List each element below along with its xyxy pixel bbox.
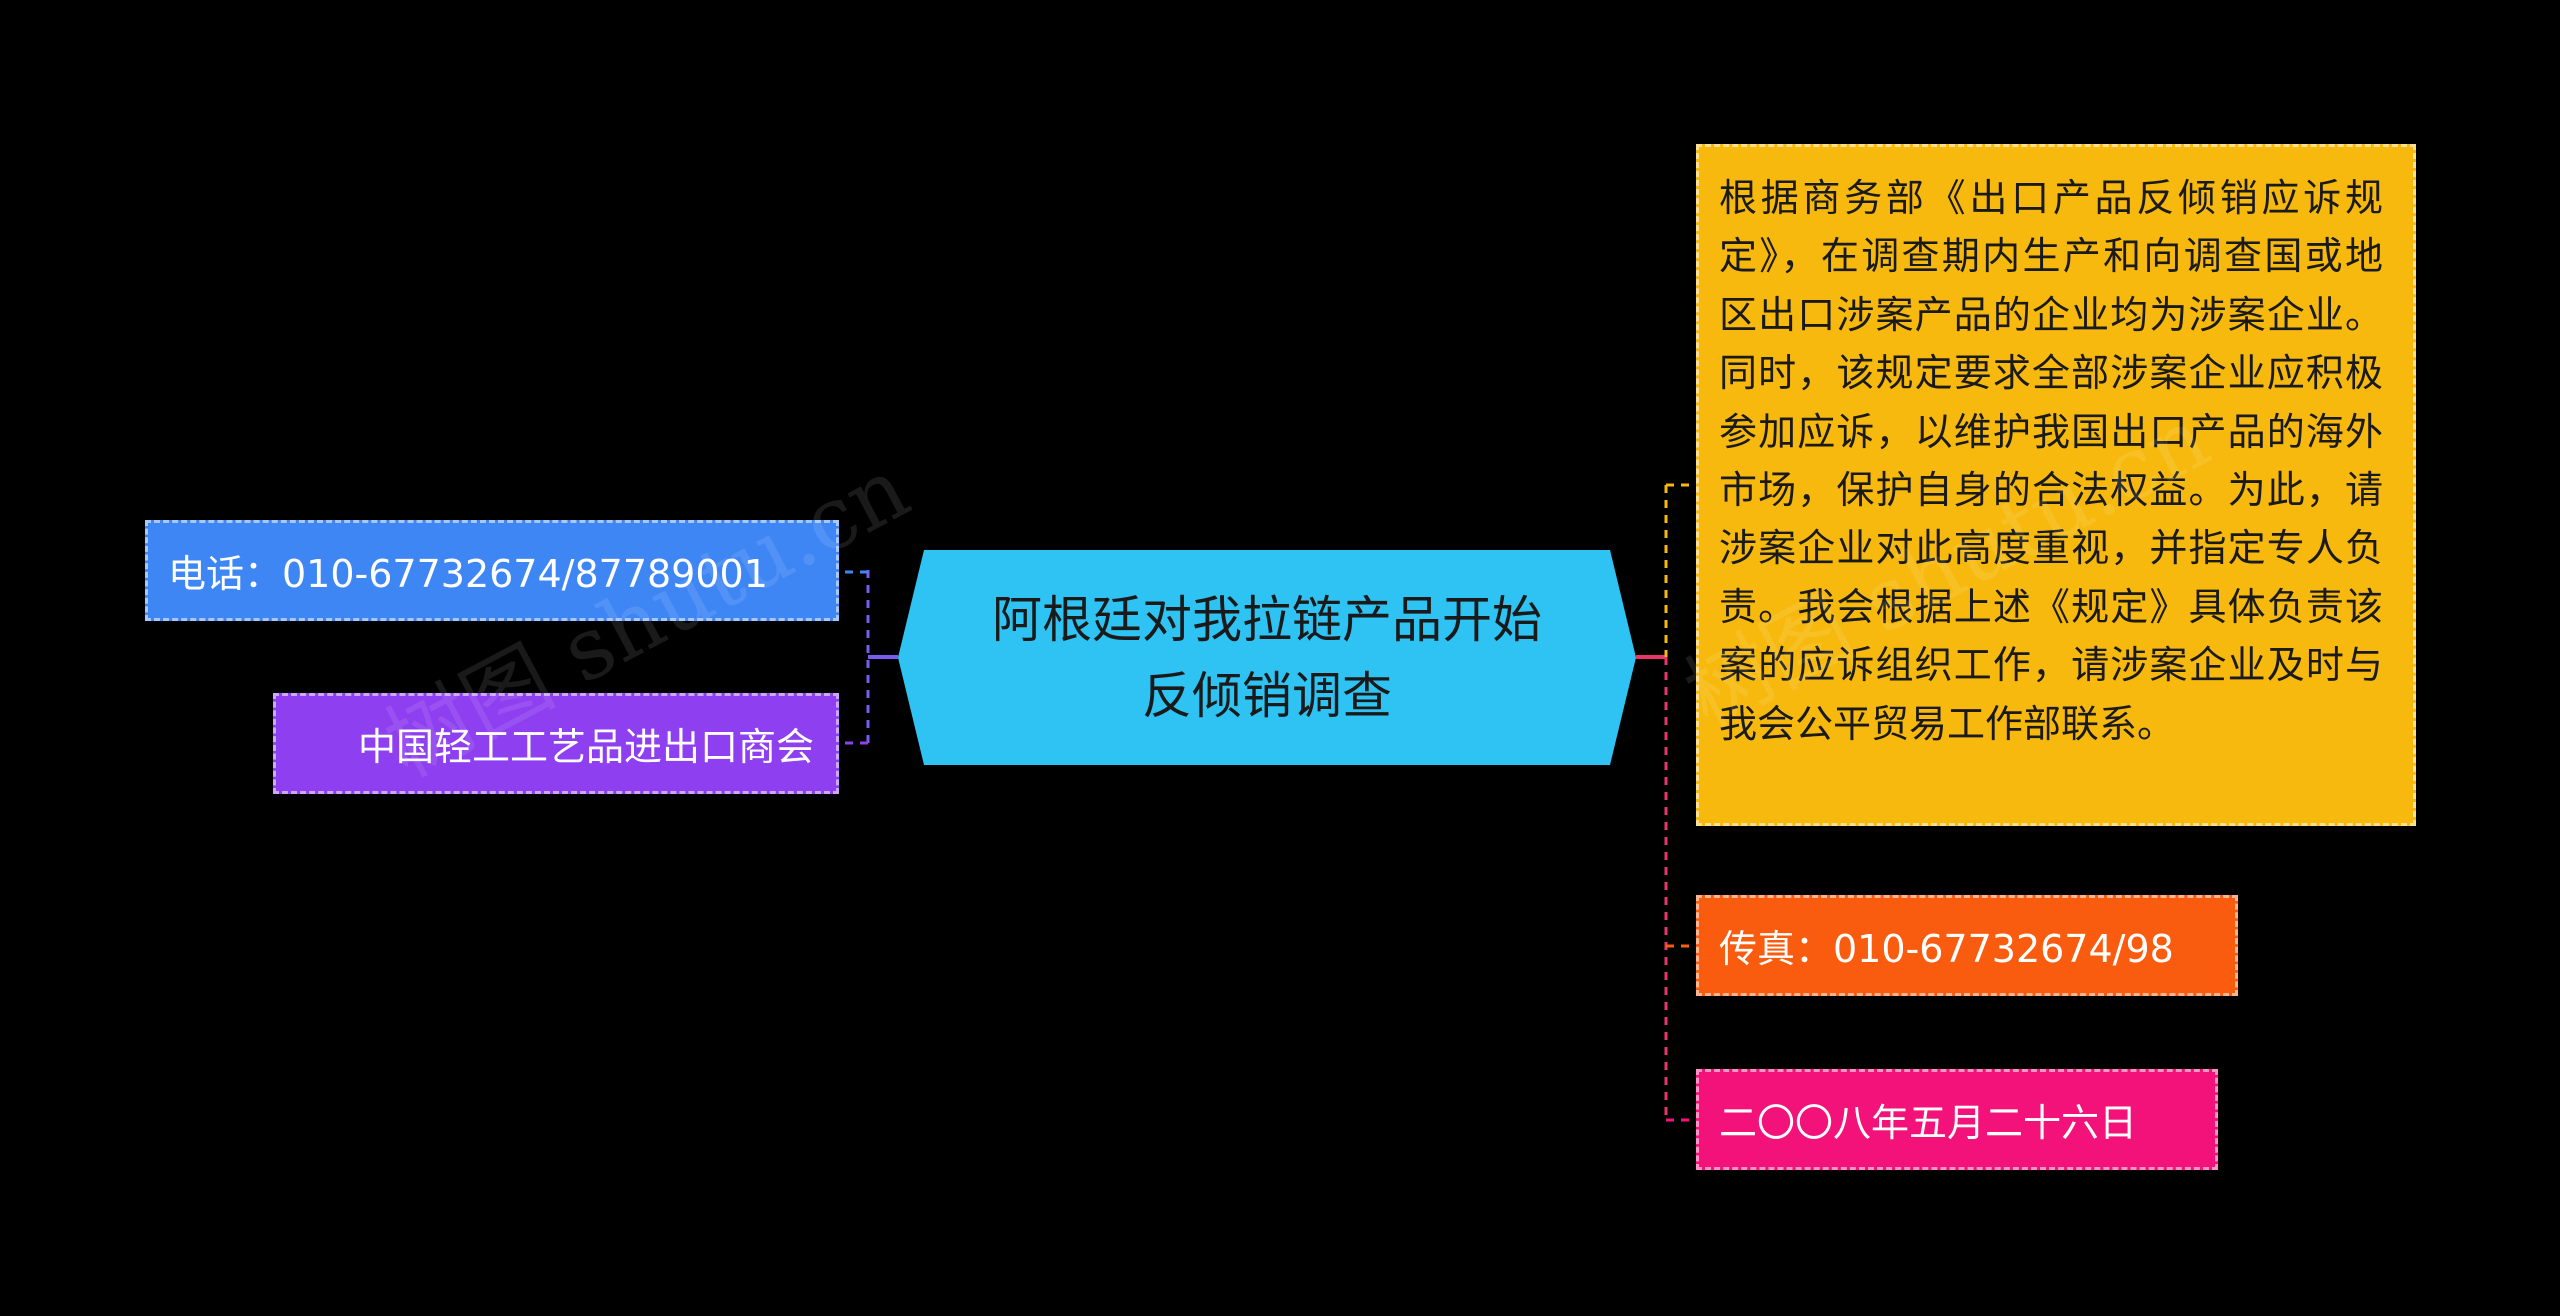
node-fax[interactable]: 传真：010-67732674/98 bbox=[1696, 895, 2238, 996]
node-notice[interactable]: 根据商务部《出口产品反倾销应诉规定》，在调查期内生产和向调查国或地区出口涉案产品… bbox=[1696, 144, 2416, 826]
node-phone-text: 电话：010-67732674/87789001 bbox=[168, 552, 768, 596]
node-phone[interactable]: 电话：010-67732674/87789001 bbox=[145, 520, 839, 621]
node-chamber-of-commerce[interactable]: 中国轻工工艺品进出口商会 bbox=[273, 693, 839, 794]
center-hexagon-shape bbox=[898, 550, 1636, 765]
center-topic[interactable]: 阿根廷对我拉链产品开始反倾销调查 bbox=[898, 550, 1636, 765]
node-fax-text: 传真：010-67732674/98 bbox=[1719, 927, 2174, 971]
center-topic-title: 阿根廷对我拉链产品开始反倾销调查 bbox=[992, 590, 1542, 725]
node-date[interactable]: 二〇〇八年五月二十六日 bbox=[1696, 1069, 2218, 1170]
node-date-text: 二〇〇八年五月二十六日 bbox=[1719, 1101, 2138, 1145]
node-notice-text: 根据商务部《出口产品反倾销应诉规定》，在调查期内生产和向调查国或地区出口涉案产品… bbox=[1719, 176, 2383, 746]
node-chamber-of-commerce-text: 中国轻工工艺品进出口商会 bbox=[357, 725, 814, 769]
